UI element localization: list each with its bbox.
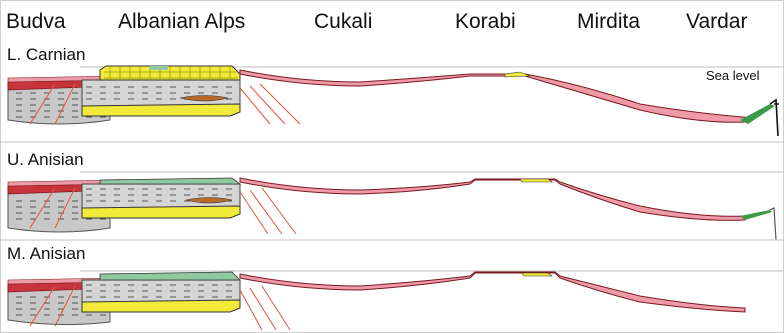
vardar-ridge — [770, 208, 776, 240]
vardar-oceanic-wedge — [740, 210, 772, 220]
korabi-yellow-cap — [520, 179, 552, 182]
pelagic-basin-band — [240, 178, 745, 220]
panel-l-carnian — [8, 66, 784, 136]
platform-core-dashes — [84, 282, 238, 300]
platform-yellow-base — [82, 300, 240, 312]
platform-green-top — [100, 272, 240, 280]
pelagic-basin-band — [240, 70, 755, 122]
panel-u-anisian — [8, 172, 784, 240]
platform-yellow-base — [82, 104, 240, 116]
vardar-oceanic-wedge — [740, 104, 775, 124]
platform-green-top — [100, 178, 240, 184]
panel-m-anisian — [8, 271, 784, 330]
korabi-yellow-cap — [505, 72, 530, 77]
pelagic-basin-band — [240, 272, 745, 312]
platform-yellow-base — [82, 206, 240, 218]
platform-bricks-top — [104, 67, 238, 79]
green-patch — [150, 66, 168, 70]
korabi-yellow-cap — [522, 273, 552, 276]
